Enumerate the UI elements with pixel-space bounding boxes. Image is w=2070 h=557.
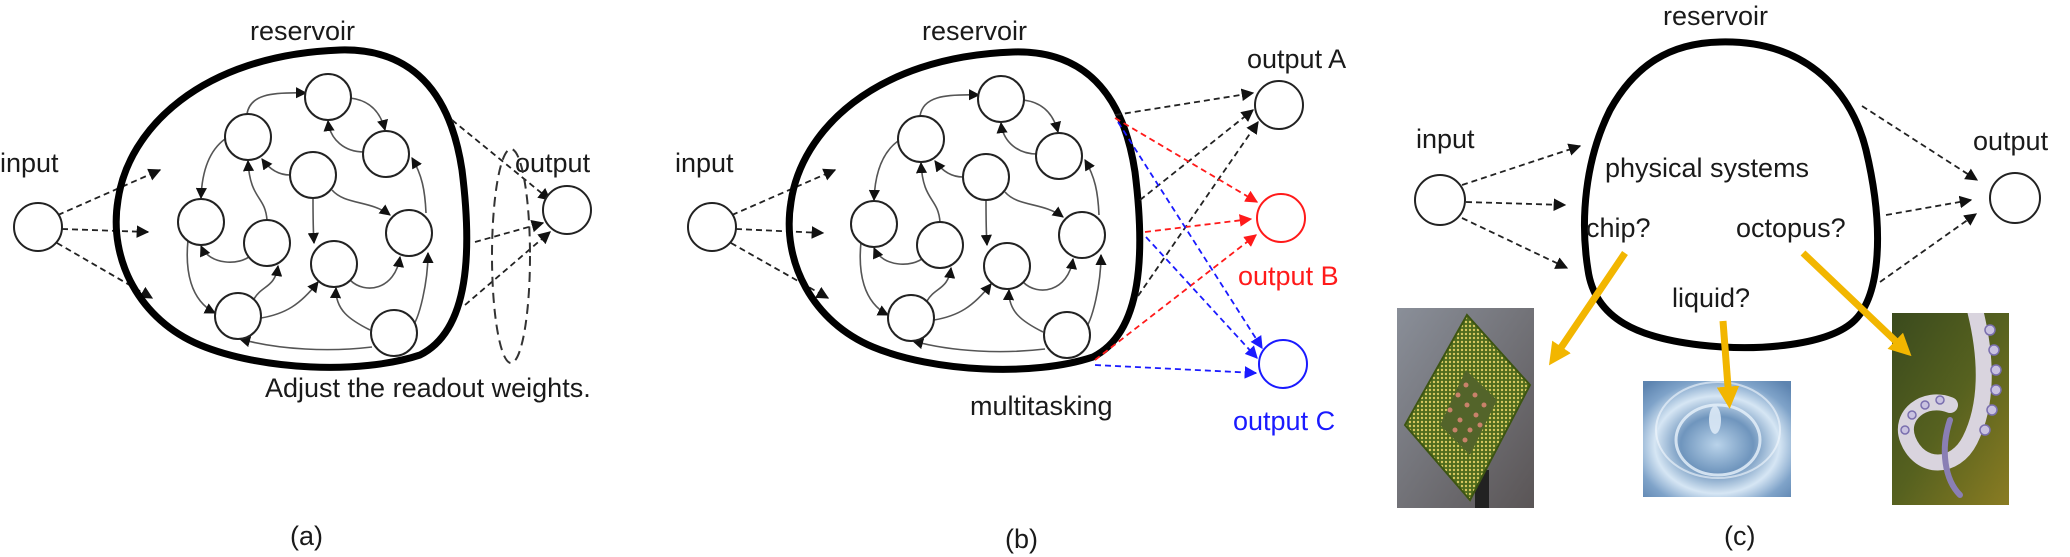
readout-note: Adjust the readout weights. — [265, 373, 591, 403]
input-edge — [731, 168, 837, 216]
reservoir-boundary — [789, 52, 1140, 369]
cpu-chip-photo — [1397, 308, 1534, 508]
arrow-to-liquid — [1716, 320, 1740, 409]
panel-caption: (b) — [1005, 524, 1038, 554]
output-a-node — [1254, 80, 1304, 130]
arrow-to-octopus — [1800, 250, 1912, 357]
candidate-liquid: liquid? — [1672, 283, 1750, 313]
output-label: output — [1973, 126, 2049, 156]
reservoir-label: reservoir — [922, 16, 1027, 46]
readout-edge — [464, 231, 551, 306]
input-node — [687, 202, 737, 252]
input-edge — [1465, 198, 1567, 211]
reservoir-label: reservoir — [250, 16, 355, 46]
output-b-node — [1256, 193, 1306, 243]
readout-edge-b — [1094, 234, 1257, 361]
output-node — [542, 185, 592, 235]
readout-edge-c — [1145, 236, 1258, 359]
output-label: output — [515, 148, 591, 178]
reservoir-network — [178, 74, 432, 356]
arrow-to-chip — [1548, 251, 1628, 366]
octopus-tentacle-photo — [1892, 313, 2009, 505]
input-node — [13, 202, 63, 252]
readout-edge — [451, 119, 551, 201]
readout-edge-b — [1114, 117, 1259, 203]
readout-edge-a — [1137, 120, 1259, 297]
output-c-node — [1258, 339, 1308, 389]
panel-c: reservoir input output physical systems … — [1397, 1, 2049, 551]
readout-edge — [1861, 105, 1979, 181]
panel-caption: (a) — [290, 521, 323, 551]
candidate-chip: chip? — [1586, 213, 1651, 243]
input-edge — [1461, 217, 1569, 269]
input-label: input — [1416, 124, 1475, 154]
input-label: input — [0, 148, 59, 178]
physical-systems-text: physical systems — [1605, 153, 1809, 183]
readout-edge-a — [1114, 88, 1255, 116]
readout-edge — [1879, 213, 1978, 283]
output-node — [1989, 172, 2041, 224]
input-label: input — [675, 148, 734, 178]
multitasking-note: multitasking — [970, 391, 1113, 421]
input-node — [1414, 174, 1466, 226]
readout-edge — [1885, 195, 1973, 216]
input-edge — [57, 168, 162, 216]
readout-weights-ellipse — [491, 148, 531, 364]
input-edge — [61, 225, 150, 238]
readout-edge-c — [1117, 121, 1263, 350]
panel-b: reservoir input output A output B output… — [675, 16, 1346, 554]
water-droplet-photo — [1643, 381, 1791, 497]
panel-caption: (c) — [1724, 521, 1755, 551]
readout-edge-c — [1094, 364, 1258, 379]
reservoir-boundary — [116, 50, 467, 367]
output-c-label: output C — [1233, 406, 1335, 436]
output-a-label: output A — [1247, 44, 1346, 74]
readout-edge-b — [1144, 214, 1253, 233]
reservoir-boundary — [1581, 38, 1882, 352]
input-edge — [730, 242, 830, 299]
input-edge — [735, 226, 825, 239]
output-b-label: output B — [1238, 261, 1339, 291]
candidate-octopus: octopus? — [1736, 213, 1846, 243]
panel-a: reservoir input output Adjust the readou… — [0, 16, 592, 551]
input-edge — [1461, 143, 1582, 186]
reservoir-network — [851, 76, 1105, 358]
reservoir-label: reservoir — [1663, 1, 1768, 31]
readout-edge — [474, 219, 545, 243]
